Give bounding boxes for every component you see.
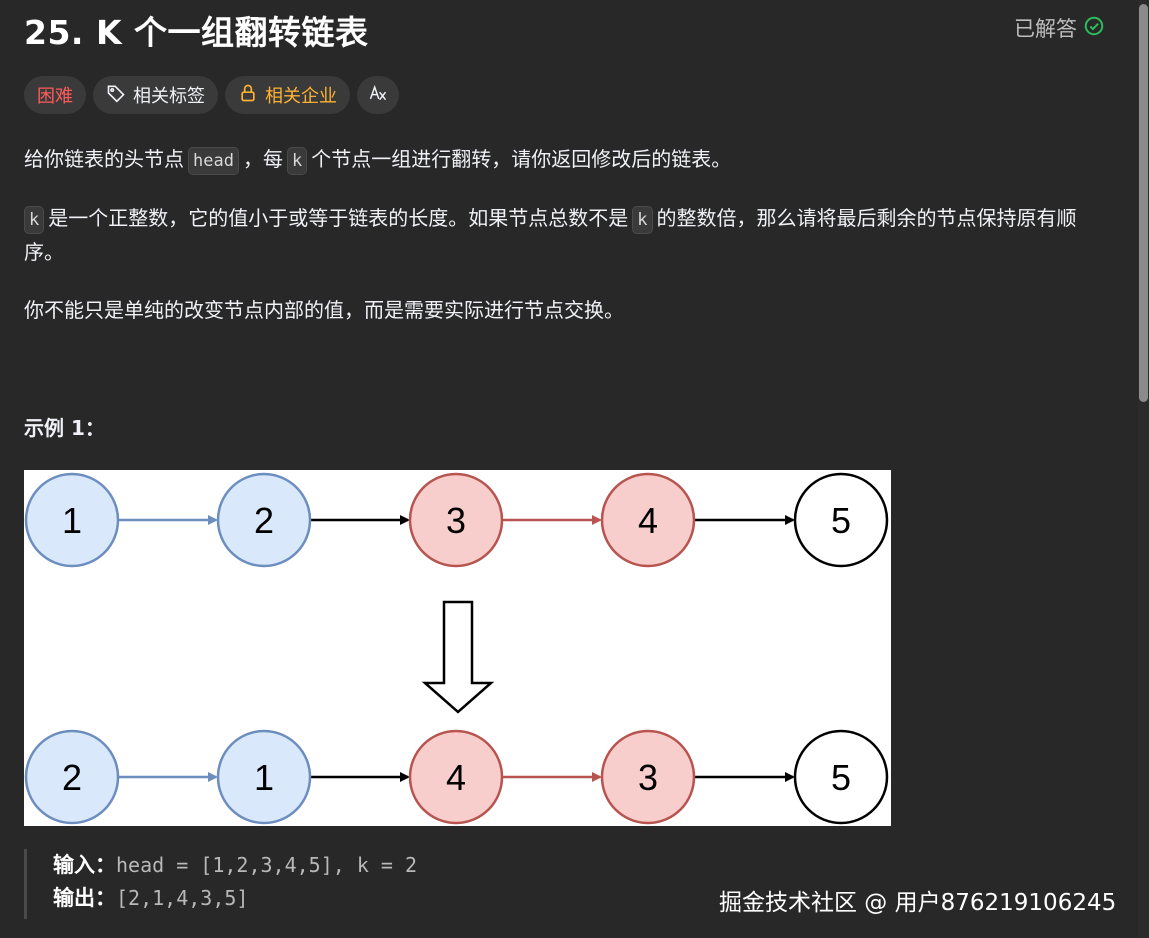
top-node-circle [24,472,120,568]
description-paragraph-3: 你不能只是单纯的改变节点内部的值，而是需要实际进行节点交换。 [24,298,624,322]
lock-icon [238,83,258,108]
difficulty-label: 困难 [37,86,73,107]
bottom-node-circle [408,729,504,825]
input-label: 输入： [53,853,116,877]
output-line: 输出：[2,1,4,3,5] [53,882,417,915]
example-io: 输入：head = [1,2,3,4,5], k = 2 输出：[2,1,4,3… [24,849,417,919]
related-companies-button[interactable]: 相关企业 [225,76,350,114]
bottom-node-label: 1 [254,757,274,798]
transform-down-arrow [421,600,495,714]
text: 给你链表的头节点 [24,147,184,171]
bottom-node-circle [600,729,696,825]
check-circle-icon [1083,15,1105,42]
text: 个节点一组进行翻转，请你返回修改后的链表。 [311,147,732,171]
text: ，每 [242,147,283,171]
inline-code-head: head [188,147,239,175]
top-node-label: 1 [62,500,82,541]
top-node-circle [793,472,889,568]
related-tags-button[interactable]: 相关标签 [93,76,218,114]
related-companies-label: 相关企业 [265,86,337,107]
bottom-node-circle [24,729,120,825]
translate-button[interactable] [357,76,399,114]
bottom-node-circle [793,729,889,825]
inline-code-k: k [24,206,45,234]
bottom-node-label: 4 [446,757,466,798]
top-node-circle [408,472,504,568]
text: 的整数倍，那么请将最后剩余的节点保持原有顺序。 [24,206,1077,264]
problem-title: 25. K 个一组翻转链表 [24,13,369,52]
bottom-node-label: 3 [638,757,658,798]
text: 是一个正整数，它的值小于或等于链表的长度。如果节点总数不是 [48,206,629,230]
input-line: 输入：head = [1,2,3,4,5], k = 2 [53,849,417,882]
bottom-node-label: 5 [831,757,851,798]
top-node-circle [216,472,312,568]
watermark: 掘金技术社区 @ 用户876219106245 [719,890,1117,916]
example-figure: 1 2 3 4 5 2 1 4 3 5 [24,470,891,826]
tag-icon [106,83,126,108]
difficulty-badge[interactable]: 困难 [24,76,86,114]
output-value: [2,1,4,3,5] [116,886,249,910]
scrollbar[interactable] [1138,0,1149,938]
top-node-label: 5 [831,500,851,541]
related-tags-label: 相关标签 [133,86,205,107]
bottom-node-label: 2 [62,757,82,798]
tag-row: 困难 相关标签 相关企业 [24,76,399,114]
input-value: head = [1,2,3,4,5], k = 2 [116,853,418,877]
bottom-node-circle [216,729,312,825]
example-title: 示例 1： [24,416,105,440]
solved-status: 已解答 [1014,13,1105,43]
top-node-label: 3 [446,500,466,541]
output-label: 输出： [53,886,116,910]
inline-code-k: k [286,147,308,175]
top-node-label: 4 [638,500,658,541]
linked-list-diagram: 1 2 3 4 5 2 1 4 3 5 [24,472,889,825]
top-node-circle [600,472,696,568]
top-node-label: 2 [254,500,274,541]
translate-icon [368,83,388,108]
solved-label: 已解答 [1014,17,1077,41]
scrollbar-thumb[interactable] [1139,4,1148,402]
inline-code-k: k [632,206,653,234]
